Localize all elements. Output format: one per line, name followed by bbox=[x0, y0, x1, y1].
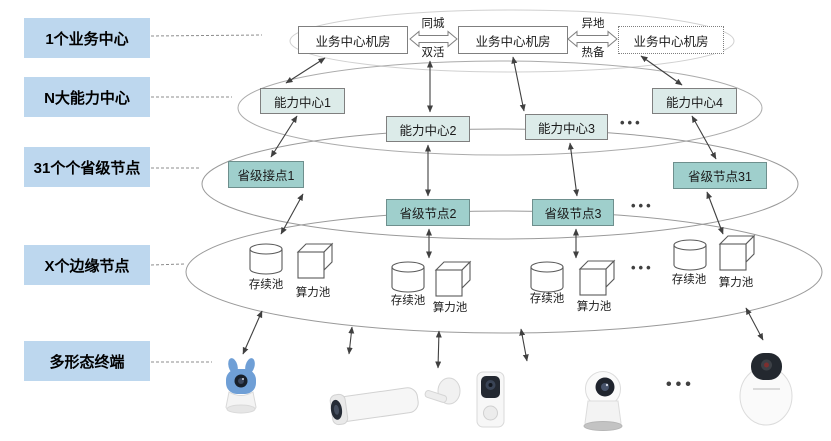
dual-active-link-arrow bbox=[409, 30, 458, 48]
capability-ellipsis: ••• bbox=[620, 115, 643, 130]
storage-pool-icon bbox=[391, 261, 425, 293]
capability-tier-ellipse bbox=[237, 60, 763, 156]
ptz-camera-icon bbox=[739, 353, 793, 426]
edge-tier-ellipse bbox=[185, 210, 823, 334]
side-label-edge-nodes: X个边缘节点 bbox=[24, 245, 150, 285]
bullet-camera-icon bbox=[329, 377, 461, 426]
business-room-node-standby: 业务中心机房 bbox=[618, 26, 724, 54]
storage-pool-label: 存续池 bbox=[671, 274, 707, 286]
hot-standby-link-arrow bbox=[567, 30, 618, 48]
storage-pool-label: 存续池 bbox=[529, 293, 565, 305]
storage-pool-label: 存续池 bbox=[248, 279, 284, 291]
storage-pool-label: 存续池 bbox=[390, 295, 426, 307]
side-label-provincial-nodes: 31个个省级节点 bbox=[24, 147, 150, 187]
compute-pool-icon bbox=[578, 259, 616, 296]
link-label-same-city: 同城 bbox=[421, 18, 445, 30]
compute-pool-label: 算力池 bbox=[295, 287, 331, 299]
capability-center-node-1: 能力中心1 bbox=[260, 88, 345, 114]
compute-pool-icon bbox=[296, 242, 334, 279]
provincial-node-31: 省级节点31 bbox=[673, 162, 767, 189]
leader-lines bbox=[150, 34, 263, 363]
side-label-business-center: 1个业务中心 bbox=[24, 18, 150, 58]
provincial-ellipsis: ••• bbox=[631, 198, 654, 213]
compute-pool-icon bbox=[718, 234, 756, 271]
side-label-terminals: 多形态终端 bbox=[24, 341, 150, 381]
provincial-node-2: 省级节点2 bbox=[386, 199, 470, 226]
provincial-node-1: 省级接点1 bbox=[228, 161, 304, 188]
ptz-dome-camera-icon bbox=[583, 371, 623, 431]
capability-center-node-2: 能力中心2 bbox=[386, 116, 470, 142]
link-label-dual-active: 双活 bbox=[421, 47, 445, 59]
link-label-hot-standby: 热备 bbox=[581, 47, 605, 59]
edge-ellipsis: ••• bbox=[631, 260, 654, 275]
connection-arrows bbox=[242, 55, 764, 369]
terminals-ellipsis: ••• bbox=[666, 376, 695, 393]
provincial-node-3: 省级节点3 bbox=[532, 199, 614, 226]
provincial-tier-ellipse bbox=[201, 128, 799, 240]
capability-center-node-4: 能力中心4 bbox=[652, 88, 737, 114]
compute-pool-label: 算力池 bbox=[718, 277, 754, 289]
side-label-capability-centers: N大能力中心 bbox=[24, 77, 150, 117]
terminal-devices bbox=[225, 353, 793, 431]
business-room-node-2: 业务中心机房 bbox=[458, 26, 568, 54]
link-label-remote: 异地 bbox=[581, 18, 605, 30]
video-doorbell-icon bbox=[476, 371, 505, 428]
storage-pool-icon bbox=[249, 243, 283, 275]
compute-pool-label: 算力池 bbox=[432, 302, 468, 314]
compute-pool-icon bbox=[434, 260, 472, 297]
compute-pool-label: 算力池 bbox=[576, 301, 612, 313]
capability-center-node-3: 能力中心3 bbox=[525, 114, 608, 140]
storage-pool-icon bbox=[530, 261, 564, 293]
edge-pools bbox=[249, 234, 756, 297]
business-room-node-1: 业务中心机房 bbox=[298, 26, 408, 54]
storage-pool-icon bbox=[673, 239, 707, 271]
baby-monitor-camera-icon bbox=[225, 358, 257, 414]
